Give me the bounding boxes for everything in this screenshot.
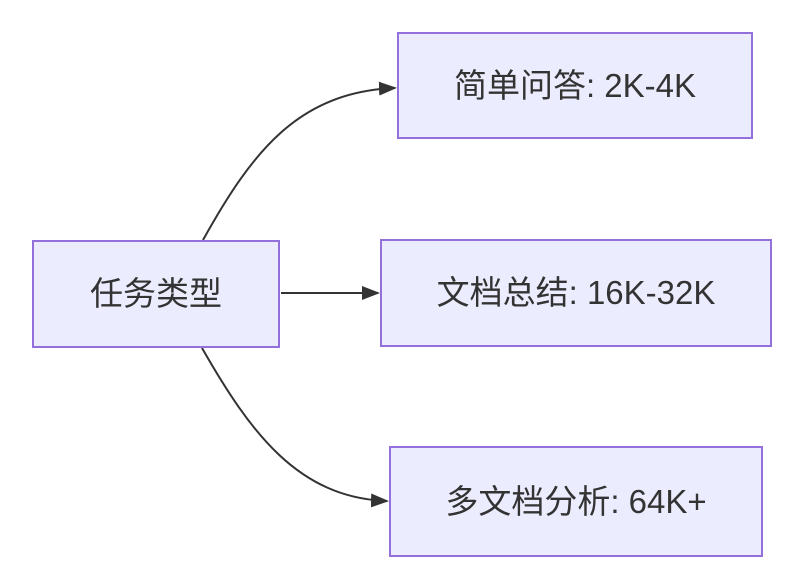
edge-root-to-simple-qa [202, 81, 397, 241]
node-multi-doc: 多文档分析: 64K+ [389, 446, 763, 557]
node-simple-qa: 简单问答: 2K-4K [397, 32, 753, 139]
node-multi-doc-label: 多文档分析: 64K+ [445, 482, 707, 520]
node-task-type: 任务类型 [32, 240, 280, 348]
node-doc-summary: 文档总结: 16K-32K [380, 239, 772, 347]
node-simple-qa-label: 简单问答: 2K-4K [453, 66, 697, 104]
node-doc-summary-label: 文档总结: 16K-32K [436, 274, 716, 312]
edge-root-to-multi-doc [201, 347, 389, 508]
node-task-type-label: 任务类型 [90, 275, 222, 313]
